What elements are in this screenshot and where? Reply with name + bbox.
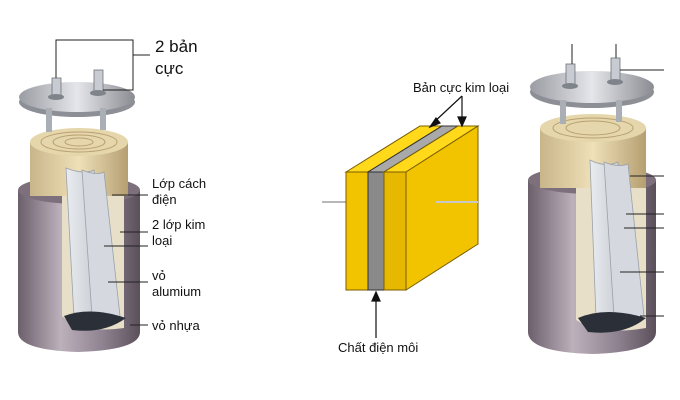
- left-roll-ring-3: [64, 137, 94, 147]
- dielectric-front: [367, 171, 385, 291]
- right-roll-ring-2: [565, 120, 621, 136]
- shell-label-line1: vỏ: [152, 268, 166, 283]
- left-cap-disk: [19, 82, 135, 112]
- left-terminal-base-1: [48, 94, 64, 100]
- left-roll-ring-1: [40, 131, 118, 153]
- right-roll-ring-1: [552, 117, 634, 139]
- metal-plates-label: Bản cực kim loại: [413, 80, 509, 95]
- right-capacitor: [528, 44, 664, 354]
- plastic-shell-label: vỏ nhựa: [152, 318, 201, 333]
- right-terminal-1: [565, 63, 576, 85]
- parallel-plate-diagram: Bản cực kim loại Chất điện môi: [322, 80, 509, 355]
- insulation-label-line1: Lớp cách: [152, 176, 206, 191]
- right-lead-1: [560, 100, 566, 124]
- shell-label-line2: alumium: [152, 284, 201, 299]
- plate-left-front: [345, 171, 369, 291]
- plate-right-face: [405, 125, 479, 291]
- diagram-arrows: [371, 95, 467, 338]
- plates-label-line2: cực: [155, 59, 184, 78]
- right-cap-disk: [530, 71, 654, 103]
- left-terminal-base-2: [90, 90, 106, 96]
- dielectric-label: Chất điện môi: [338, 340, 418, 355]
- left-roll-top: [30, 128, 128, 156]
- insulation-label-line2: điện: [152, 192, 177, 207]
- left-terminal-2: [93, 69, 104, 93]
- left-capacitor: 2 bản cực Lớp cách điện 2 lớp kim loại v…: [18, 37, 206, 352]
- metal-layers-label-line1: 2 lớp kim: [152, 217, 205, 232]
- right-leader-lines: [571, 44, 664, 317]
- right-bottom-electrolyte: [578, 312, 646, 333]
- left-terminal-1: [51, 77, 62, 97]
- left-bottom-electrolyte: [64, 311, 126, 331]
- right-terminal-base-1: [562, 83, 578, 89]
- right-lead-2: [616, 100, 622, 122]
- left-lead-2: [100, 108, 106, 130]
- plate-right-edge: [383, 171, 407, 291]
- right-terminal-base-2: [607, 79, 623, 85]
- left-lead-1: [46, 108, 52, 132]
- left-leader-lines: [55, 39, 150, 326]
- plates-label-line1: 2 bản: [155, 37, 198, 56]
- right-terminal-2: [610, 57, 621, 81]
- left-roll-ring-2: [52, 134, 106, 150]
- metal-layers-label-line2: loại: [152, 233, 172, 248]
